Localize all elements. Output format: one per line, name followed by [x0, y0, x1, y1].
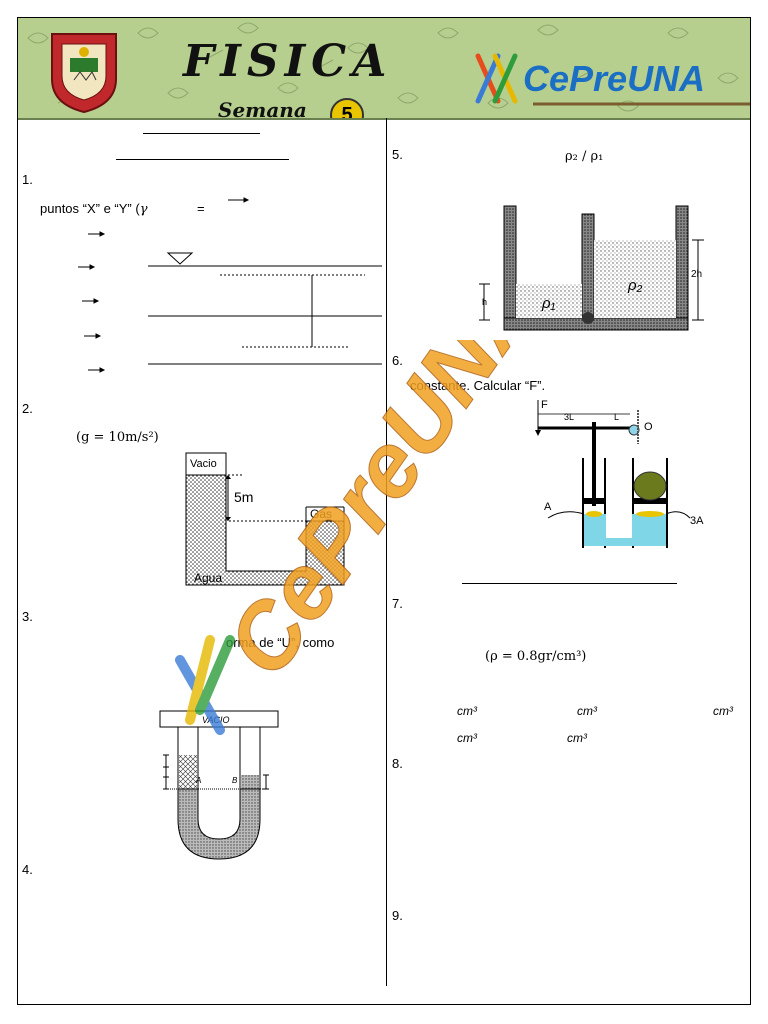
page-frame: [17, 17, 751, 1005]
question-9-number: 9.: [392, 908, 403, 923]
area-3a-label: 3A: [690, 515, 704, 527]
vacio-label: Vacio: [190, 458, 217, 470]
equals-sign: =: [197, 201, 205, 216]
question-6-number: 6.: [392, 353, 403, 368]
question-3-u-tube-diagram: VACIO A B: [159, 710, 279, 860]
height-label: 5m: [234, 489, 253, 505]
question-1-text-body: puntos “X” e “Y” (: [40, 201, 140, 216]
l-label: L: [614, 412, 619, 422]
question-1-number: 1.: [22, 172, 33, 187]
point-b-label: B: [232, 776, 238, 785]
area-a-label: A: [544, 501, 552, 513]
option-a-unit: cm³: [457, 704, 477, 718]
option-b-unit: cm³: [577, 704, 597, 718]
university-seal-icon: [51, 33, 117, 114]
h-label: h: [482, 297, 487, 307]
gas-label: Gas: [310, 507, 332, 521]
option-d-unit: cm³: [457, 731, 477, 745]
option-e-unit: cm³: [567, 731, 587, 745]
section-divider-line: [462, 583, 677, 584]
page-title: FISICA: [183, 36, 393, 87]
gravity-value: (g = 10m/s²): [76, 430, 159, 445]
question-5-number: 5.: [392, 147, 403, 162]
force-label: F: [541, 399, 548, 411]
logo-text: CePreUNA: [523, 58, 705, 99]
question-2-u-tube-diagram: Vacio Gas 5m Agua: [185, 452, 345, 586]
heading-underline: [143, 133, 260, 134]
question-8-number: 8.: [392, 756, 403, 771]
question-3-text: orma de “U”, como: [226, 635, 335, 650]
agua-label: Agua: [194, 571, 222, 585]
rho2-label: ρ₂: [627, 277, 643, 294]
leaf-pattern-background: [27, 22, 739, 112]
point-a-label: A: [195, 776, 201, 785]
question-7-number: 7.: [392, 596, 403, 611]
three-l-label: 3L: [564, 412, 574, 422]
question-3-number: 3.: [22, 609, 33, 624]
question-6-text: constante. Calcular “F”.: [410, 378, 546, 393]
option-c-unit: cm³: [713, 704, 733, 718]
question-6-lever-diagram: F 3L L O A 3A: [535, 399, 704, 548]
subheading-underline: [116, 159, 289, 160]
pivot-o-label: O: [644, 421, 653, 433]
density-ratio: ρ₂ / ρ₁: [565, 149, 604, 164]
column-divider: [386, 118, 387, 986]
cepreuna-logo: CePreUNA: [475, 53, 750, 106]
question-2-number: 2.: [22, 401, 33, 416]
question-1-text: puntos “X” e “Y” (γ: [40, 201, 147, 217]
gamma-symbol: γ: [139, 202, 148, 217]
rho1-label: ρ₁: [541, 295, 556, 312]
vacio-top-label: VACIO: [202, 715, 230, 725]
week-label: Semana: [218, 98, 307, 120]
density-value: (ρ = 0.8gr/cm³): [485, 649, 587, 664]
question-1-diagram: [78, 197, 382, 373]
header-banner: FISICA Semana 5 CePreUNA: [18, 18, 750, 120]
question-5-vessel-diagram: ρ₁ ρ₂ h 2h: [479, 205, 704, 331]
question-4-number: 4.: [22, 862, 33, 877]
two-h-label: 2h: [691, 269, 702, 280]
